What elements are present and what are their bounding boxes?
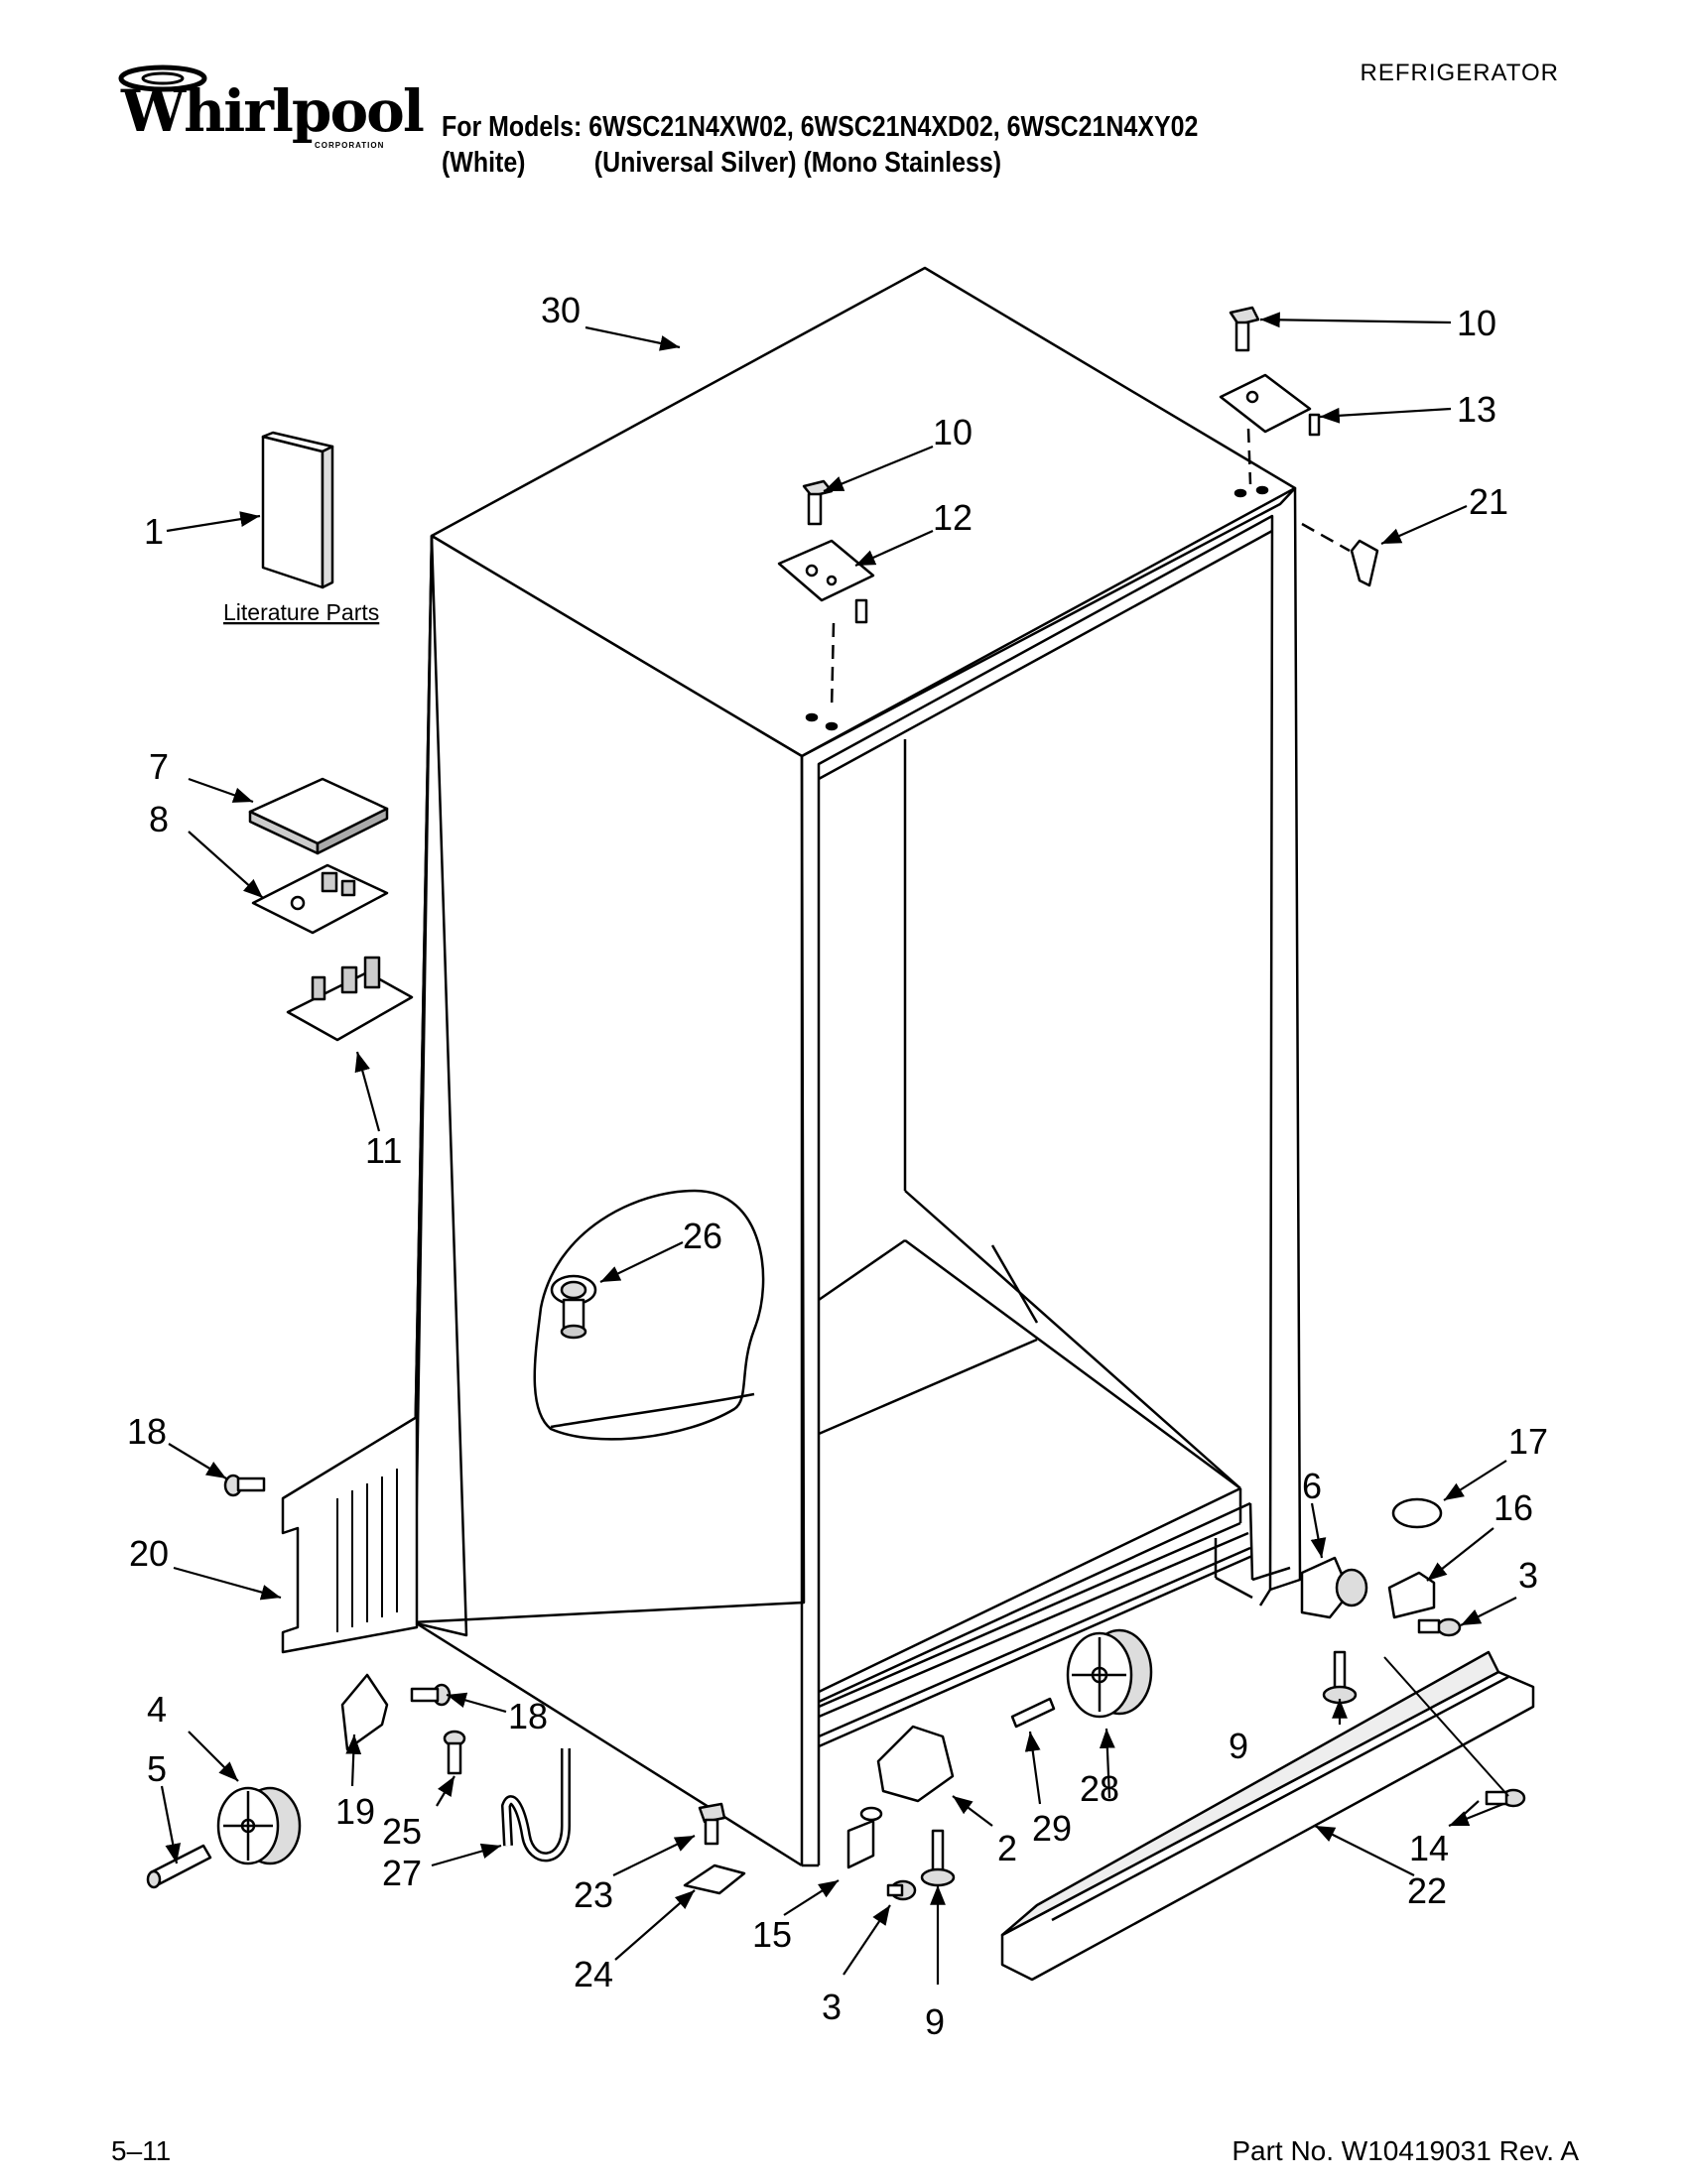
- screw-3a-icon: [886, 1879, 917, 1901]
- callout-3a: 3: [822, 1987, 842, 2027]
- callout-23: 23: [574, 1874, 613, 1915]
- logo-swirl-icon: [118, 64, 207, 92]
- callout-1: 1: [144, 511, 164, 552]
- literature-book-icon: [261, 431, 334, 589]
- logo-corporation: CORPORATION: [315, 141, 385, 150]
- grommet-26-icon: [550, 1274, 597, 1340]
- callout-17: 17: [1508, 1421, 1548, 1462]
- screw-3b-icon: [1417, 1617, 1462, 1637]
- hinge-12-icon: [777, 539, 875, 624]
- callout-10b: 10: [1457, 303, 1496, 343]
- callout-5: 5: [147, 1748, 167, 1789]
- screw-25-icon: [443, 1730, 466, 1775]
- variants-line: (White) (Universal Silver) (Mono Stainle…: [442, 147, 1002, 179]
- callout-21: 21: [1469, 481, 1508, 522]
- page-number: 5–11: [111, 2135, 172, 2166]
- category-label: REFRIGERATOR: [1360, 60, 1559, 86]
- callout-7: 7: [149, 746, 169, 787]
- callout-29: 29: [1032, 1808, 1072, 1849]
- screw-10b-icon: [1229, 306, 1260, 352]
- callout-11: 11: [365, 1130, 402, 1171]
- cabinet-shell: [410, 266, 1302, 1867]
- callout-8: 8: [149, 799, 169, 839]
- wheel-28-icon: [1066, 1628, 1153, 1719]
- callout-10a: 10: [933, 412, 973, 452]
- grille-20-icon: [281, 1415, 419, 1654]
- callout-16: 16: [1493, 1487, 1533, 1528]
- screw-14-icon: [1485, 1788, 1526, 1808]
- axle-5-icon: [146, 1844, 212, 1889]
- callout-27: 27: [382, 1853, 422, 1893]
- callout-2: 2: [997, 1828, 1017, 1868]
- callout-19: 19: [335, 1791, 375, 1832]
- pin-29-icon: [1010, 1697, 1056, 1729]
- cam-17-icon: [1391, 1497, 1443, 1529]
- callout-4: 4: [147, 1689, 167, 1730]
- power-board-11-icon: [286, 956, 414, 1042]
- hinge-13-icon: [1219, 373, 1321, 437]
- callout-25: 25: [382, 1811, 422, 1852]
- callout-18b: 18: [508, 1696, 548, 1736]
- wheel-4-icon: [216, 1786, 302, 1865]
- literature-parts-label: Literature Parts: [223, 599, 379, 625]
- bracket-19-icon: [340, 1673, 389, 1751]
- leveling-leg-9a-icon: [920, 1829, 956, 1887]
- screw-18-icon: [223, 1474, 266, 1497]
- leveler-24-icon: [683, 1863, 746, 1895]
- callout-12: 12: [933, 497, 973, 538]
- screw-23-icon: [698, 1802, 726, 1846]
- bracket-15-icon: [846, 1819, 875, 1869]
- bracket-16-icon: [1387, 1571, 1436, 1619]
- callout-9b: 9: [1229, 1726, 1248, 1766]
- callout-3b: 3: [1518, 1555, 1538, 1596]
- callout-14: 14: [1409, 1828, 1449, 1868]
- callout-6: 6: [1302, 1466, 1322, 1506]
- models-line: For Models: 6WSC21N4XW02, 6WSC21N4XD02, …: [442, 111, 1199, 143]
- hinge-6-icon: [1300, 1556, 1368, 1619]
- part-number: Part No. W10419031 Rev. A: [1232, 2135, 1579, 2166]
- control-cover-7-icon: [248, 777, 389, 855]
- callout-18a: 18: [127, 1411, 167, 1452]
- callout-13: 13: [1457, 389, 1496, 430]
- logo-wordmark: Whirlpool: [121, 77, 425, 145]
- callout-9a: 9: [925, 2001, 945, 2042]
- cap-21-icon: [1350, 539, 1379, 587]
- screw-18b-icon: [410, 1683, 452, 1707]
- callout-30: 30: [541, 290, 581, 330]
- leveling-leg-9b-icon: [1322, 1650, 1358, 1705]
- whirlpool-logo: Whirlpool CORPORATION: [111, 62, 425, 161]
- callout-15: 15: [752, 1914, 792, 1955]
- callout-20: 20: [129, 1533, 169, 1574]
- callout-26: 26: [683, 1216, 722, 1256]
- callout-24: 24: [574, 1954, 613, 1994]
- callout-22: 22: [1407, 1870, 1447, 1911]
- base-grille-22-icon: [1000, 1650, 1535, 1982]
- callout-28: 28: [1080, 1768, 1119, 1809]
- roller-bracket-2-icon: [876, 1725, 955, 1803]
- control-board-8-icon: [251, 863, 389, 935]
